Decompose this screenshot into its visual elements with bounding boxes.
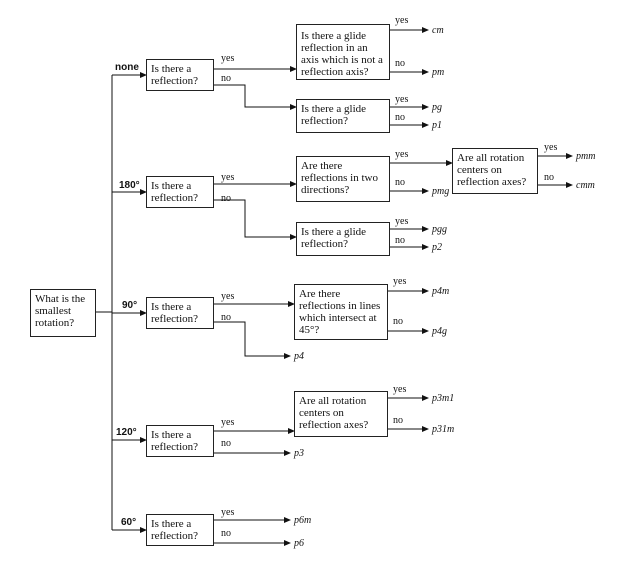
reflection-question-90: Is there a reflection? (146, 297, 214, 329)
result-p2: p2 (432, 242, 442, 253)
yes-label: yes (221, 172, 235, 183)
yes-label: yes (544, 142, 558, 153)
centers-on-axes-question-180: Are all rotation centers on reflection a… (452, 148, 538, 194)
no-label: no (221, 438, 231, 449)
result-pgg: pgg (432, 224, 447, 235)
rotation-120-label: 120° (116, 427, 137, 438)
result-p4g: p4g (432, 326, 447, 337)
yes-label: yes (393, 384, 407, 395)
result-pm: pm (432, 67, 445, 78)
result-p3m1: p3m1 (432, 393, 455, 404)
no-label: no (221, 193, 231, 204)
result-pmg: pmg (432, 186, 450, 197)
no-label: no (221, 528, 231, 539)
yes-label: yes (221, 53, 235, 64)
result-cmm: cmm (576, 180, 595, 191)
no-label: no (395, 112, 405, 123)
reflection-question-120: Is there a reflection? (146, 425, 214, 457)
result-p4m: p4m (432, 286, 450, 297)
no-label: no (393, 415, 403, 426)
no-label: no (395, 235, 405, 246)
result-p6: p6 (294, 538, 304, 549)
centers-on-axes-question-120: Are all rotation centers on reflection a… (294, 391, 388, 437)
result-pmm: pmm (576, 151, 596, 162)
lines-45-question: Are there reflections in lines which int… (294, 284, 388, 340)
result-pg: pg (432, 102, 442, 113)
no-label: no (393, 316, 403, 327)
rotation-90-label: 90° (122, 300, 138, 311)
glide-question-none: Is there a glide reflection? (296, 99, 390, 133)
yes-label: yes (221, 291, 235, 302)
rotation-none-label: none (115, 62, 139, 73)
no-label: no (395, 58, 405, 69)
result-p6m: p6m (294, 515, 312, 526)
result-p4: p4 (294, 351, 304, 362)
result-p31m: p31m (432, 424, 455, 435)
no-label: no (395, 177, 405, 188)
reflection-question-180: Is there a reflection? (146, 176, 214, 208)
yes-label: yes (395, 94, 409, 105)
yes-label: yes (395, 15, 409, 26)
no-label: no (544, 172, 554, 183)
no-label: no (221, 73, 231, 84)
yes-label: yes (395, 149, 409, 160)
glide-question-180: Is there a glide reflection? (296, 222, 390, 256)
reflection-question-60: Is there a reflection? (146, 514, 214, 546)
glide-not-axis-question: Is there a glide reflection in an axis w… (296, 24, 390, 80)
reflection-question-none: Is there a reflection? (146, 59, 214, 91)
two-directions-question: Are there reflections in two directions? (296, 156, 390, 202)
yes-label: yes (395, 216, 409, 227)
no-label: no (221, 312, 231, 323)
rotation-180-label: 180° (119, 180, 140, 191)
yes-label: yes (393, 276, 407, 287)
result-cm: cm (432, 25, 444, 36)
result-p3: p3 (294, 448, 304, 459)
yes-label: yes (221, 507, 235, 518)
rotation-60-label: 60° (121, 517, 137, 528)
root-question-box: What is the smallest rotation? (30, 289, 96, 337)
result-p1: p1 (432, 120, 442, 131)
yes-label: yes (221, 417, 235, 428)
